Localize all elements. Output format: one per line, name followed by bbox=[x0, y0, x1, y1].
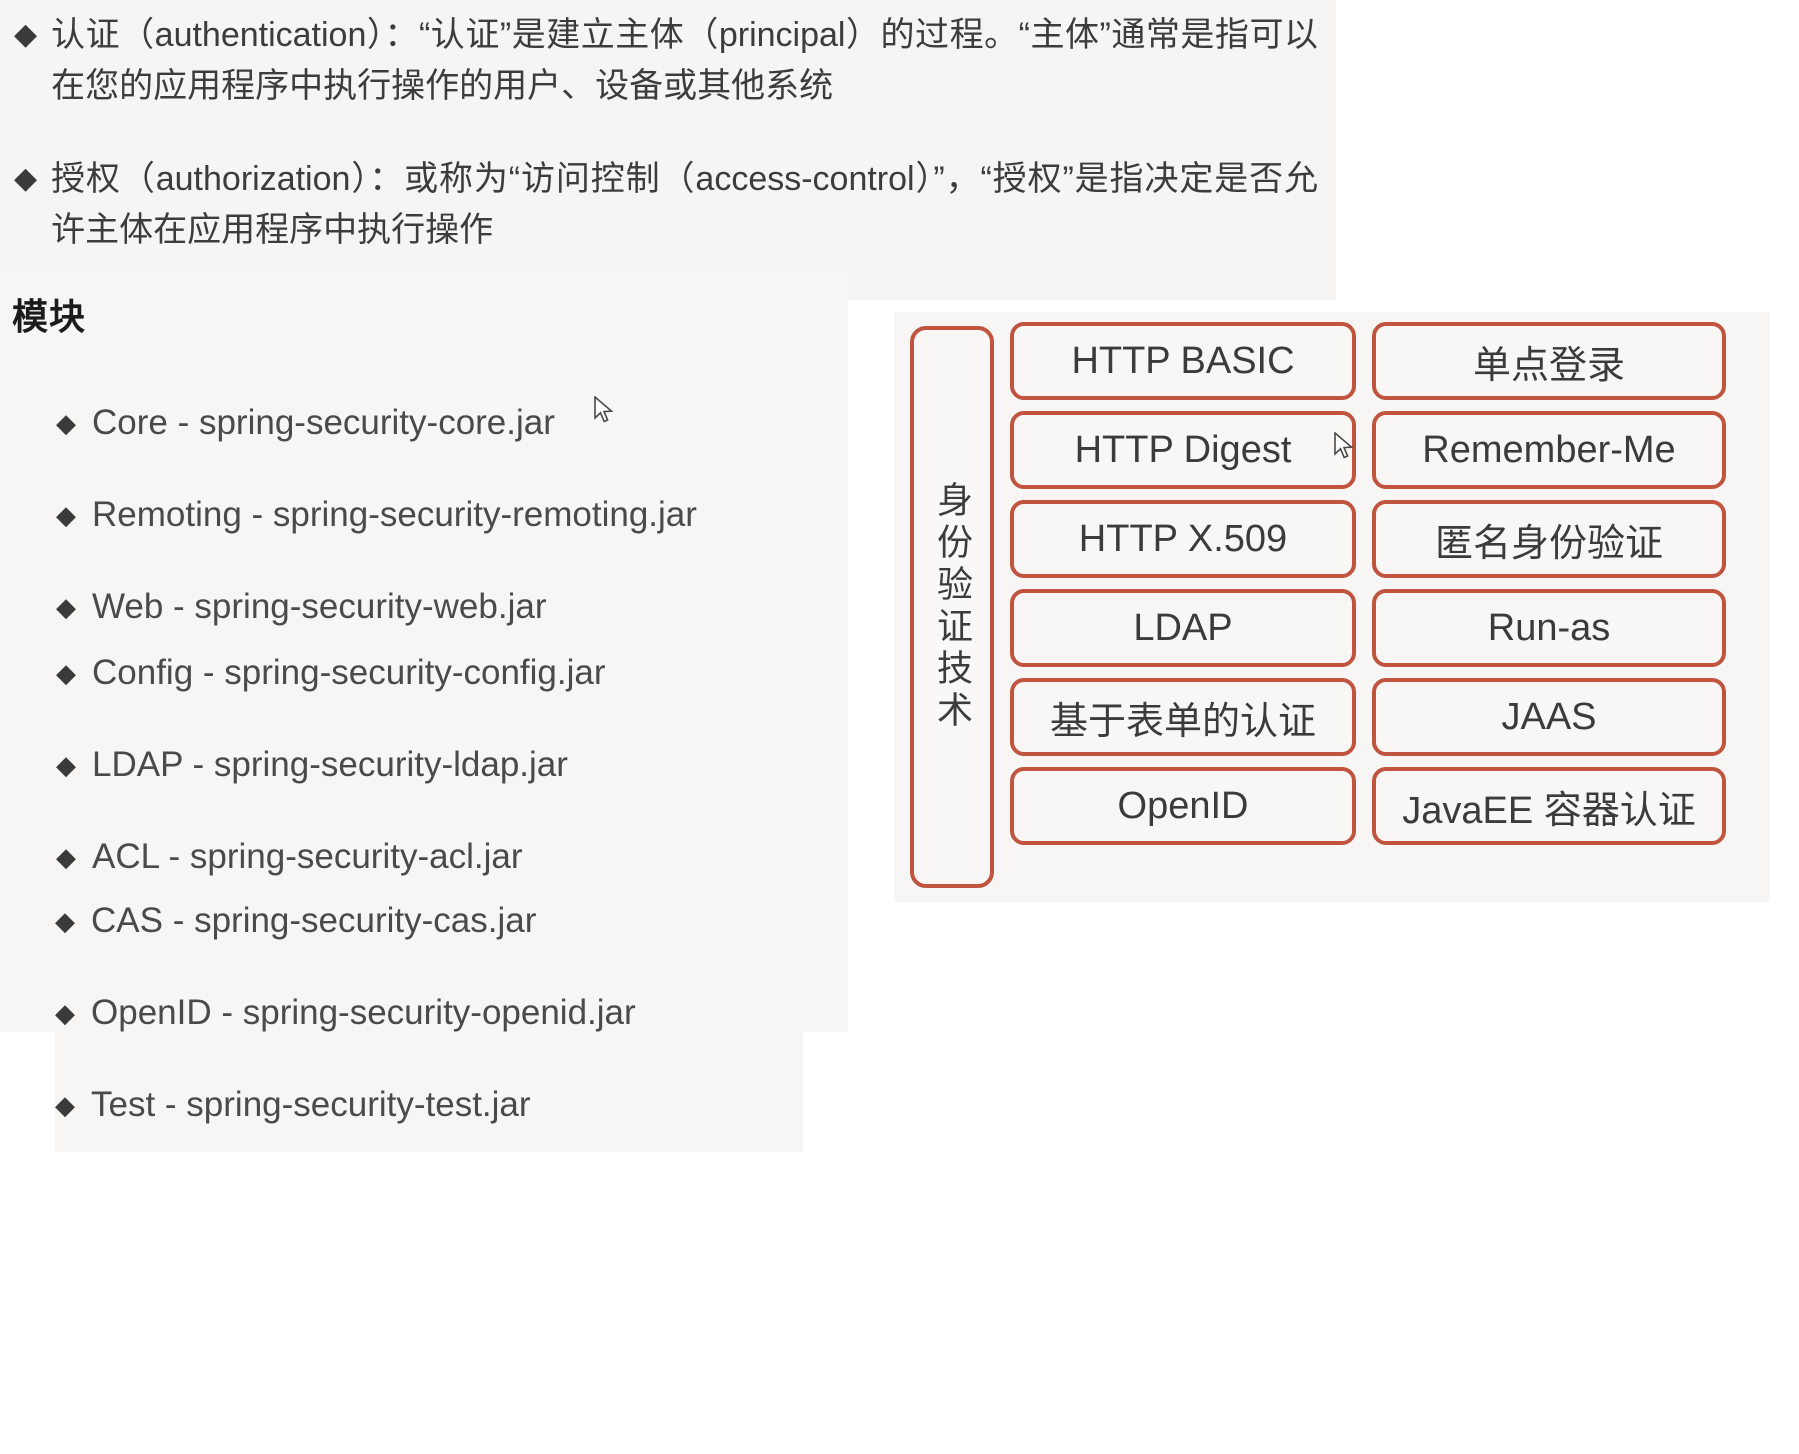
concept-item-authorization: ◆ 授权（authorization）：或称为“访问控制（access-cont… bbox=[0, 154, 1336, 256]
auth-box-http-x509[interactable]: HTTP X.509 bbox=[1010, 500, 1356, 578]
diamond-bullet-icon: ◆ bbox=[56, 591, 76, 622]
module-list-item: ◆ Config - spring-security-config.jar bbox=[56, 640, 846, 706]
diamond-bullet-icon: ◆ bbox=[56, 749, 76, 780]
auth-box-openid[interactable]: OpenID bbox=[1010, 767, 1356, 845]
concept-text-authentication: 认证（authentication）：“认证”是建立主体（principal）的… bbox=[51, 16, 1318, 105]
module-list-item: ◆ Test - spring-security-test.jar bbox=[55, 1072, 803, 1138]
module-item-label: OpenID - spring-security-openid.jar bbox=[91, 993, 636, 1032]
module-list-item: ◆ Remoting - spring-security-remoting.ja… bbox=[56, 482, 846, 548]
module-item-label: CAS - spring-security-cas.jar bbox=[91, 901, 537, 940]
auth-technologies-diagram-panel: 身份验证技术 HTTP BASIC HTTP Digest HTTP X.509… bbox=[894, 312, 1770, 902]
diamond-bullet-icon: ◆ bbox=[55, 1089, 75, 1120]
auth-vertical-label-text: 身份验证技术 bbox=[932, 481, 973, 733]
diamond-bullet-icon: ◆ bbox=[14, 18, 38, 51]
auth-box-jaas[interactable]: JAAS bbox=[1372, 678, 1726, 756]
module-list-item: ◆ LDAP - spring-security-ldap.jar bbox=[56, 732, 846, 798]
auth-box-javaee-container[interactable]: JavaEE 容器认证 bbox=[1372, 767, 1726, 845]
module-list-item: ◆ Web - spring-security-web.jar bbox=[56, 574, 846, 640]
module-list-item: ◆ OpenID - spring-security-openid.jar bbox=[55, 980, 803, 1046]
diamond-bullet-icon: ◆ bbox=[56, 499, 76, 530]
concept-text-authorization: 授权（authorization）：或称为“访问控制（access-contro… bbox=[51, 160, 1318, 249]
auth-box-sso[interactable]: 单点登录 bbox=[1372, 322, 1726, 400]
auth-box-ldap[interactable]: LDAP bbox=[1010, 589, 1356, 667]
module-item-label: Test - spring-security-test.jar bbox=[91, 1085, 531, 1124]
module-item-label: Core - spring-security-core.jar bbox=[92, 403, 555, 442]
module-item-label: Remoting - spring-security-remoting.jar bbox=[92, 495, 697, 534]
module-list-item: ◆ CAS - spring-security-cas.jar bbox=[55, 888, 803, 954]
modules-list-upper: ◆ Core - spring-security-core.jar ◆ Remo… bbox=[56, 390, 846, 916]
auth-box-http-basic[interactable]: HTTP BASIC bbox=[1010, 322, 1356, 400]
diamond-bullet-icon: ◆ bbox=[56, 841, 76, 872]
auth-box-form-based[interactable]: 基于表单的认证 bbox=[1010, 678, 1356, 756]
auth-left-column: HTTP BASIC HTTP Digest HTTP X.509 LDAP 基… bbox=[1010, 322, 1356, 845]
module-list-item: ◆ Core - spring-security-core.jar bbox=[56, 390, 846, 456]
auth-box-run-as[interactable]: Run-as bbox=[1372, 589, 1726, 667]
diamond-bullet-icon: ◆ bbox=[55, 905, 75, 936]
concept-item-authentication: ◆ 认证（authentication）：“认证”是建立主体（principal… bbox=[0, 10, 1336, 112]
concepts-slide-panel: ◆ 认证（authentication）：“认证”是建立主体（principal… bbox=[0, 0, 1336, 300]
diamond-bullet-icon: ◆ bbox=[55, 997, 75, 1028]
modules-slide-panel-lower: ◆ CAS - spring-security-cas.jar ◆ OpenID… bbox=[55, 888, 803, 1152]
auth-box-http-digest[interactable]: HTTP Digest bbox=[1010, 411, 1356, 489]
module-list-item: ◆ ACL - spring-security-acl.jar bbox=[56, 824, 846, 890]
auth-box-anonymous[interactable]: 匿名身份验证 bbox=[1372, 500, 1726, 578]
diamond-bullet-icon: ◆ bbox=[14, 162, 38, 195]
diamond-bullet-icon: ◆ bbox=[56, 407, 76, 438]
auth-box-remember-me[interactable]: Remember-Me bbox=[1372, 411, 1726, 489]
modules-list-lower: ◆ CAS - spring-security-cas.jar ◆ OpenID… bbox=[55, 888, 803, 1164]
auth-vertical-label-box: 身份验证技术 bbox=[910, 326, 994, 888]
auth-right-column: 单点登录 Remember-Me 匿名身份验证 Run-as JAAS Java… bbox=[1372, 322, 1726, 845]
module-item-label: ACL - spring-security-acl.jar bbox=[92, 837, 523, 876]
diamond-bullet-icon: ◆ bbox=[56, 657, 76, 688]
module-item-label: Web - spring-security-web.jar bbox=[92, 587, 547, 626]
modules-title: 模块 bbox=[12, 296, 87, 337]
module-item-label: LDAP - spring-security-ldap.jar bbox=[92, 745, 568, 784]
module-item-label: Config - spring-security-config.jar bbox=[92, 653, 606, 692]
